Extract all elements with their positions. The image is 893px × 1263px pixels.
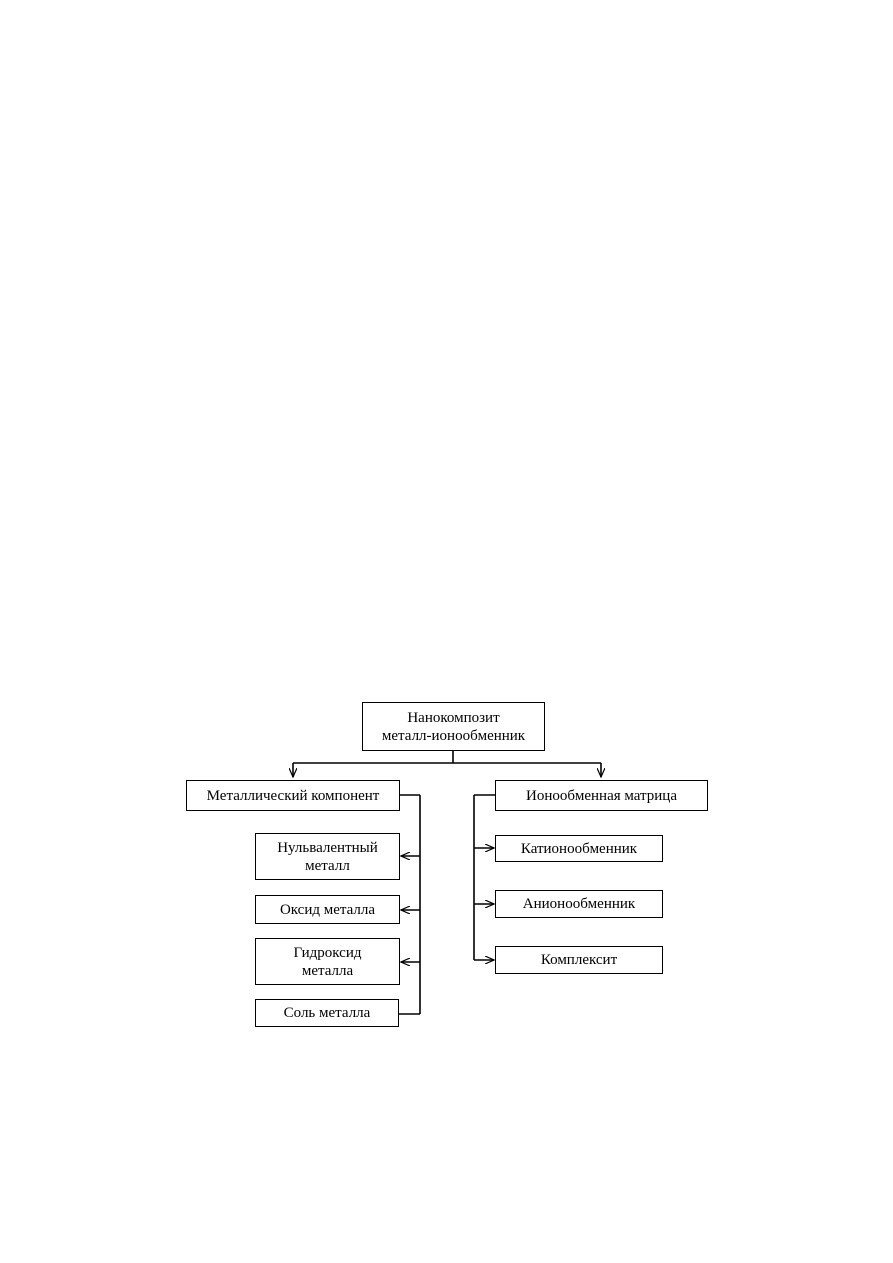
node-cation-exchanger: Катионообменник [495,835,663,862]
node-root-label: Нанокомпозит металл-ионообменник [381,709,526,744]
node-metal-salt-label: Соль металла [283,1005,371,1021]
node-cation-exchanger-label: Катионообменник [520,840,638,857]
node-metal-oxide-label: Оксид металла [279,901,376,918]
node-metal-hydroxide-label: Гидроксид металла [293,944,362,979]
node-complexite: Комплексит [495,946,663,974]
node-zerovalent-metal-label: Нульвалентный металл [277,839,378,874]
node-metal-component-label: Металлический компонент [206,787,380,804]
node-metal-component: Металлический компонент [186,780,400,811]
node-ion-exchange-matrix: Ионообменная матрица [495,780,708,811]
node-metal-salt: Соль металла [255,999,399,1027]
node-metal-hydroxide: Гидроксид металла [255,938,400,985]
node-complexite-label: Комплексит [540,952,618,968]
node-metal-oxide: Оксид металла [255,895,400,924]
node-anion-exchanger: Анионообменник [495,890,663,918]
node-zerovalent-metal: Нульвалентный металл [255,833,400,880]
node-anion-exchanger-label: Анионообменник [522,896,636,912]
node-ion-exchange-matrix-label: Ионообменная матрица [526,787,677,804]
node-root-nanocomposite: Нанокомпозит металл-ионообменник [362,702,545,751]
